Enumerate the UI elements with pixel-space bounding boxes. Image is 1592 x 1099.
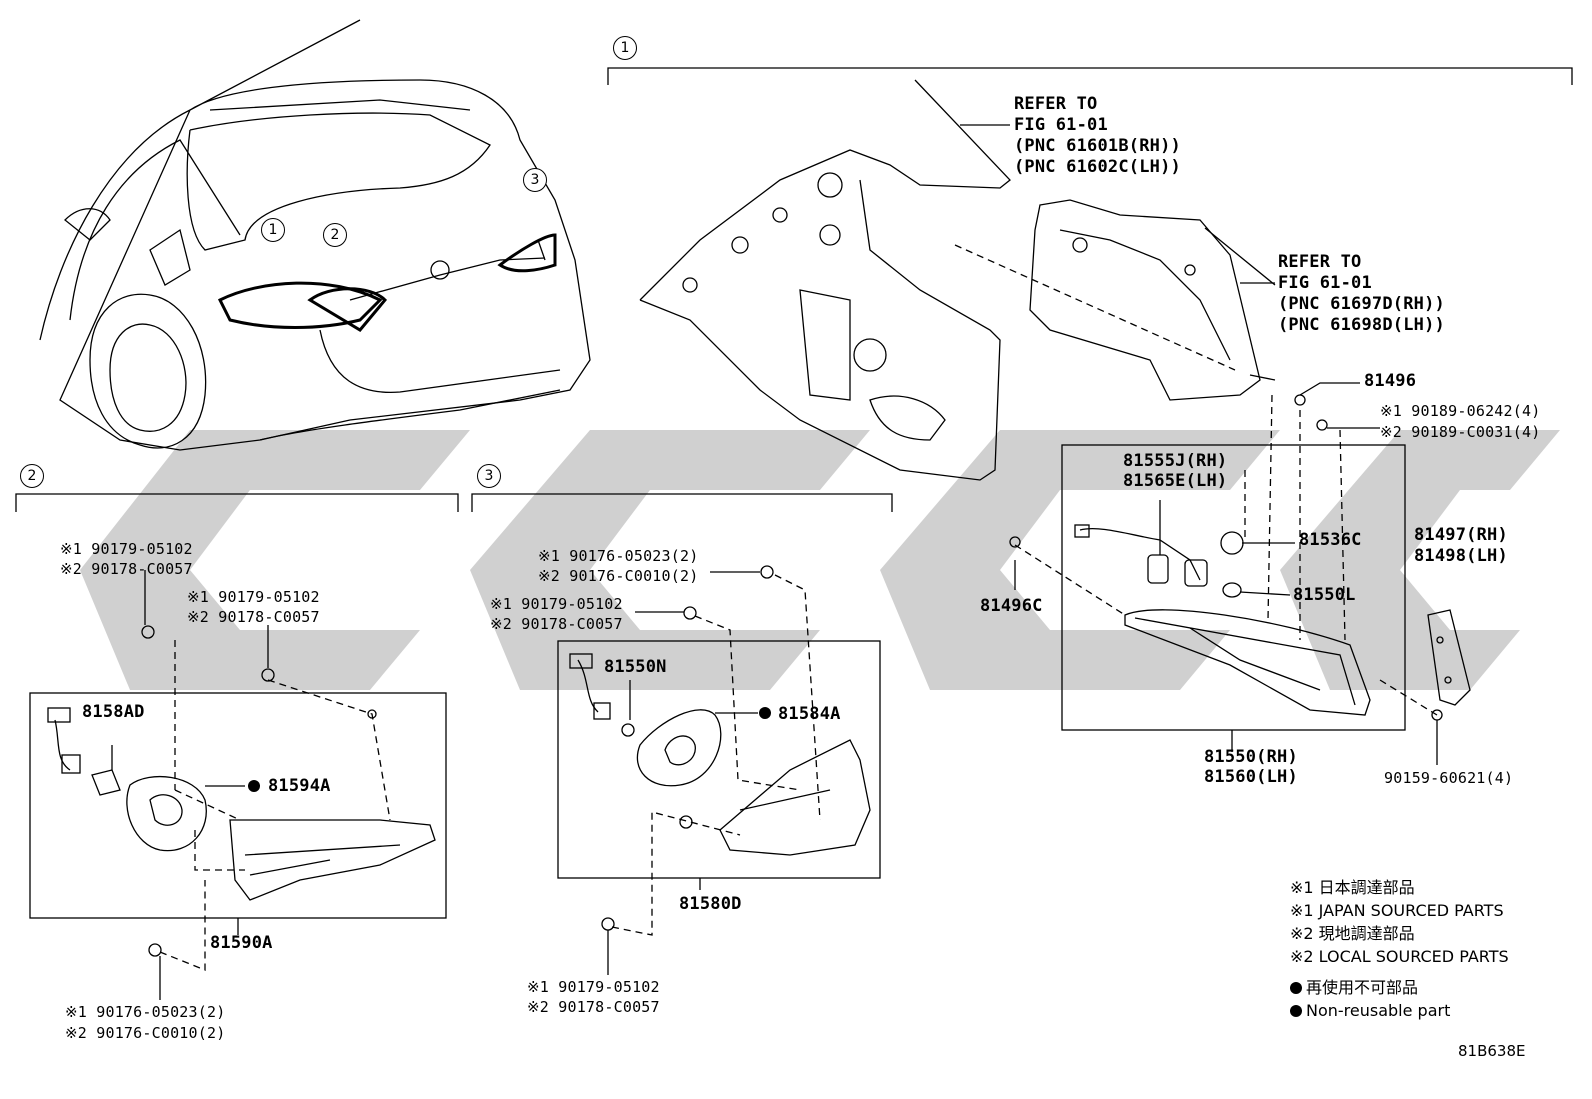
figure-id: 81B638E xyxy=(1458,1042,1526,1060)
legend-nonreuse-jp: 再使用不可部品 xyxy=(1290,976,1418,999)
gasket-81594a xyxy=(126,775,207,852)
bracket-81497 xyxy=(1427,609,1471,706)
non-reusable-markers xyxy=(248,707,771,792)
clip-81496 xyxy=(1294,394,1306,406)
refer-right-line1: REFER TO xyxy=(1278,252,1362,272)
refer-right-line2: FIG 61-01 xyxy=(1278,273,1372,293)
refer-top-line4: (PNC 61602C(LH)) xyxy=(1014,157,1181,177)
part-81496c: 81496C xyxy=(980,596,1043,616)
lamp-81580d xyxy=(719,739,871,856)
part-81536c: 81536C xyxy=(1299,530,1362,550)
nonreuse-dot-icon xyxy=(1290,1005,1302,1017)
clip-s3c xyxy=(601,917,615,931)
hole-s2 xyxy=(367,709,377,719)
car-callout-2: 2 xyxy=(323,223,347,247)
part-81590a: 81590A xyxy=(210,933,273,953)
screw-90189 xyxy=(1316,419,1328,431)
hole-s3 xyxy=(679,815,693,829)
part-81550l: 81550L xyxy=(1293,585,1356,605)
legend-nonreuse-jp-text: 再使用不可部品 xyxy=(1306,978,1419,997)
refer-right-line3: (PNC 61697D(RH)) xyxy=(1278,294,1445,314)
part-81555j: 81555J(RH) xyxy=(1123,451,1228,471)
bulb-81536c xyxy=(1220,531,1244,555)
part-81565e: 81565E(LH) xyxy=(1123,471,1228,491)
part-81496: 81496 xyxy=(1364,371,1417,391)
clip-s2b xyxy=(261,668,275,682)
lamp-box-group3 xyxy=(557,640,881,879)
part-s3b-jp: ※1 90179-05102 xyxy=(490,595,623,613)
group2-bracket xyxy=(15,493,459,512)
part-s2c-local: ※2 90176-C0010(2) xyxy=(65,1024,226,1042)
part-s2b-jp: ※1 90179-05102 xyxy=(187,588,320,606)
part-s3a-local: ※2 90176-C0010(2) xyxy=(538,567,699,585)
leaders-group2 xyxy=(111,570,269,1000)
socket-wire-81555 xyxy=(1074,524,1208,587)
guide-lines-group1 xyxy=(954,244,1438,716)
part-81497: 81497(RH) xyxy=(1414,525,1508,545)
legend-japan-jp: ※1 日本調達部品 xyxy=(1290,878,1415,897)
callout-3: 3 xyxy=(477,464,501,488)
part-90159: 90159-60621(4) xyxy=(1384,769,1514,787)
refer-top-line2: FIG 61-01 xyxy=(1014,115,1108,135)
legend-local-en: ※2 LOCAL SOURCED PARTS xyxy=(1290,947,1509,966)
clip-s2c xyxy=(148,943,162,957)
part-s3a-jp: ※1 90176-05023(2) xyxy=(538,547,699,565)
guide-lines-group2 xyxy=(159,640,391,971)
callout-2: 2 xyxy=(20,464,44,488)
part-81594a: 81594A xyxy=(268,776,331,796)
refer-top-line1: REFER TO xyxy=(1014,94,1098,114)
legend-nonreuse-en-text: Non-reusable part xyxy=(1306,1001,1451,1020)
leaders-group3 xyxy=(537,239,760,975)
lamp-81590a xyxy=(229,819,436,901)
part-90189-local: ※2 90189-C0031(4) xyxy=(1380,423,1541,441)
car-rear-view xyxy=(39,19,591,451)
part-s3c-jp: ※1 90179-05102 xyxy=(527,978,660,996)
part-8158ad: 8158AD xyxy=(82,702,145,722)
refer-right-line4: (PNC 61698D(LH)) xyxy=(1278,315,1445,335)
socket-8158ad xyxy=(47,707,121,796)
gasket-81584a xyxy=(636,709,722,787)
clip-s3b xyxy=(683,606,697,620)
watermark xyxy=(80,430,1560,690)
clip-s2a xyxy=(141,625,155,639)
socket-81550n xyxy=(569,653,635,737)
tail-lamp-assy xyxy=(1124,609,1371,716)
legend-japan-en: ※1 JAPAN SOURCED PARTS xyxy=(1290,901,1504,920)
part-81550rh: 81550(RH) xyxy=(1204,747,1298,767)
legend-local-jp: ※2 現地調達部品 xyxy=(1290,924,1415,943)
part-s2c-jp: ※1 90176-05023(2) xyxy=(65,1003,226,1021)
part-81560lh: 81560(LH) xyxy=(1204,767,1298,787)
car-callout-3: 3 xyxy=(523,168,547,192)
group3-bracket xyxy=(471,493,893,512)
callout-1: 1 xyxy=(613,36,637,60)
legend-nonreuse-en: Non-reusable part xyxy=(1290,999,1450,1022)
part-s2b-local: ※2 90178-C0057 xyxy=(187,608,320,626)
gasket-81550l xyxy=(1222,582,1242,598)
part-s3b-local: ※2 90178-C0057 xyxy=(490,615,623,633)
part-81584a: 81584A xyxy=(778,704,841,724)
part-s2a-jp: ※1 90179-05102 xyxy=(60,540,193,558)
part-90189-jp: ※1 90189-06242(4) xyxy=(1380,402,1541,420)
clip-81496c xyxy=(1009,536,1021,548)
nonreuse-dot-icon xyxy=(1290,982,1302,994)
clip-s3a xyxy=(760,565,774,579)
guide-lines-group3 xyxy=(611,574,821,936)
group1-bracket xyxy=(607,67,1573,85)
tail-lamp-box xyxy=(1061,444,1406,731)
part-s3c-local: ※2 90178-C0057 xyxy=(527,998,660,1016)
refer-top-line3: (PNC 61601B(RH)) xyxy=(1014,136,1181,156)
leaders-group1 xyxy=(960,124,1438,765)
part-81498: 81498(LH) xyxy=(1414,546,1508,566)
quarter-panel-inner xyxy=(639,79,1011,481)
rear-panel-garnish xyxy=(1029,199,1276,401)
car-callout-1: 1 xyxy=(261,218,285,242)
part-81580d: 81580D xyxy=(679,894,742,914)
part-s2a-local: ※2 90178-C0057 xyxy=(60,560,193,578)
part-81550n: 81550N xyxy=(604,657,667,677)
